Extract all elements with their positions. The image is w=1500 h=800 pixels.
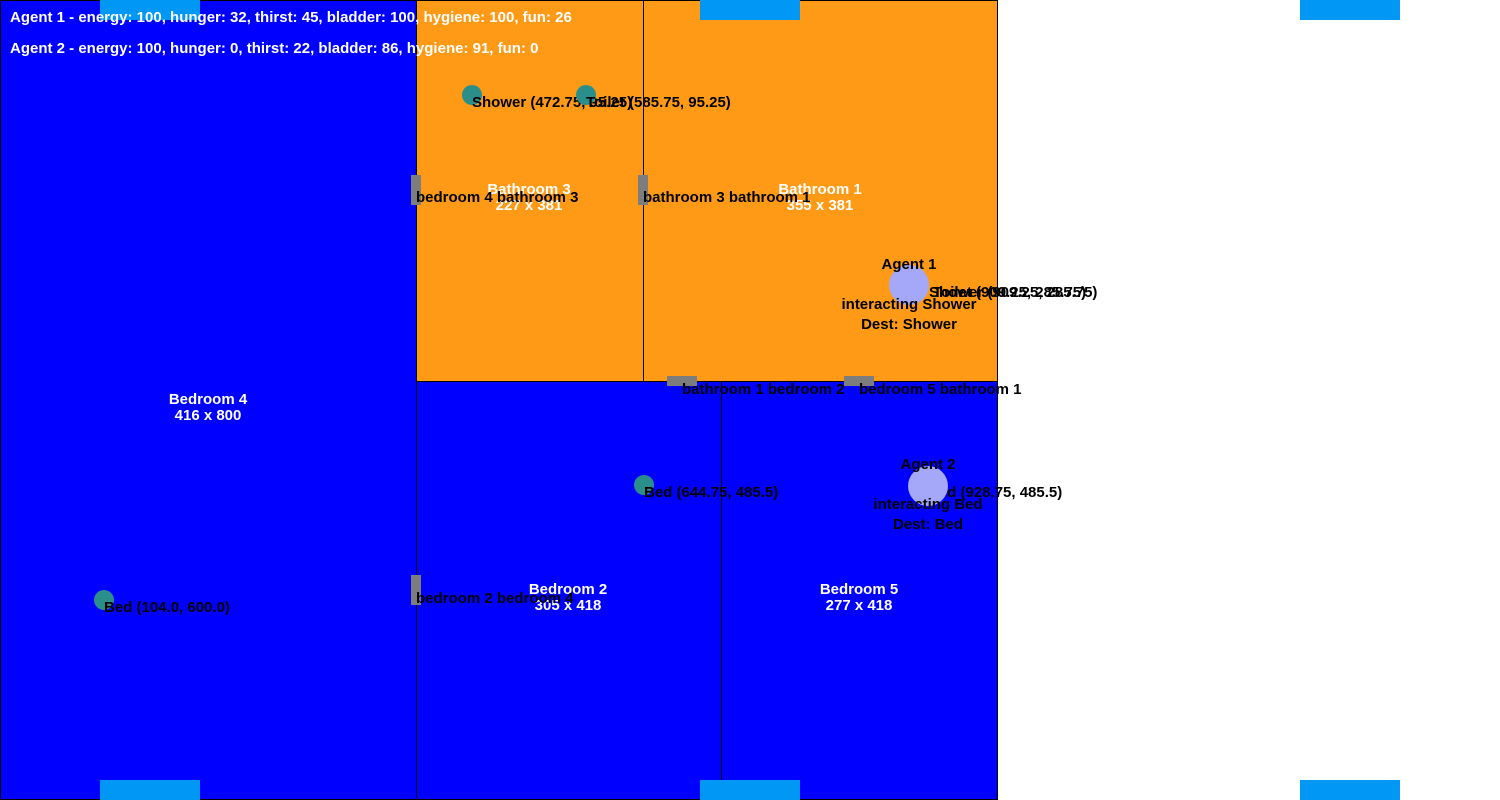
agent-1-status: interacting Shower: [841, 296, 977, 313]
door-bedroom5-bathroom1[interactable]: [844, 376, 874, 386]
room-size: 227 x 381: [495, 197, 563, 214]
door-label-bathroom3-bathroom1: bathroom 3 bathroom 1: [643, 189, 811, 206]
shower-object[interactable]: [462, 85, 482, 105]
room-name: Bedroom 5: [819, 581, 899, 598]
room-name: Bedroom 2: [528, 581, 608, 598]
door-bathroom3-bathroom1[interactable]: [638, 175, 648, 205]
room-name: Bathroom 1: [778, 181, 862, 198]
door-bedroom4-bathroom3[interactable]: [411, 175, 421, 205]
door-label-bedroom4-bathroom3: bedroom 4 bathroom 3: [416, 189, 579, 206]
door-label-bedroom5-bathroom1: bedroom 5 bathroom 1: [859, 381, 1022, 398]
room-label-bathroom-3: Bathroom 3 227 x 381: [487, 182, 570, 214]
door-label-bedroom2-bedroom4: bedroom 2 bedroom 4: [416, 590, 574, 607]
window-bottom-2: [700, 780, 800, 800]
room-label-bedroom-2: Bedroom 2 305 x 418: [529, 582, 607, 614]
bed-label-bedroom-4: Bed (104.0, 600.0): [104, 599, 230, 616]
agent-2-dest: Dest: Bed: [892, 516, 964, 533]
room-name: Bedroom 4: [168, 391, 248, 408]
shower-label-bathroom-1: Shower (909.25, 285.75): [929, 284, 1098, 301]
room-bathroom-3: [416, 0, 644, 382]
agent-1-stats: Agent 1 - energy: 100, hunger: 32, thirs…: [10, 9, 572, 26]
window-bottom-1: [100, 780, 200, 800]
window-bottom-3: [1300, 780, 1400, 800]
agent-1-dest: Dest: Shower: [861, 316, 957, 333]
door-label-bathroom1-bedroom2: bathroom 1 bedroom 2: [682, 381, 845, 398]
bed-label-bedroom-5: Bed (928.75, 485.5): [928, 484, 1063, 501]
window-top-1: [100, 0, 200, 20]
toilet-label-bathroom-1: Toilet (909.25, 285.75): [933, 284, 1087, 301]
window-top-2: [700, 0, 800, 20]
bed-object-bedroom-4[interactable]: [94, 590, 114, 610]
toilet-label: Toilet (585.75, 95.25): [586, 94, 731, 111]
agent-2-stats: Agent 2 - energy: 100, hunger: 0, thirst…: [10, 40, 539, 57]
room-label-bedroom-5: Bedroom 5 277 x 418: [820, 582, 898, 614]
room-size: 416 x 800: [174, 407, 242, 424]
door-bedroom2-bedroom4[interactable]: [411, 575, 421, 605]
room-label-bedroom-4: Bedroom 4 416 x 800: [169, 392, 247, 424]
room-label-bathroom-1: Bathroom 1 355 x 381: [778, 182, 861, 214]
bed-object-bedroom-2[interactable]: [634, 475, 654, 495]
agent-1-name: Agent 1: [881, 256, 937, 273]
room-size: 305 x 418: [534, 597, 602, 614]
toilet-object[interactable]: [576, 85, 596, 105]
agent-2-name: Agent 2: [900, 456, 956, 473]
room-bedroom-5: [721, 381, 998, 800]
room-name: Bathroom 3: [487, 181, 571, 198]
room-bedroom-2: [416, 381, 722, 800]
agent-2[interactable]: [908, 466, 948, 506]
room-size: 277 x 418: [825, 597, 893, 614]
room-size: 355 x 381: [786, 197, 854, 214]
room-bedroom-4: [0, 0, 417, 800]
agent-1[interactable]: [889, 265, 929, 305]
agent-2-status: interacting Bed: [873, 496, 983, 513]
door-bathroom1-bedroom2[interactable]: [667, 376, 697, 386]
bed-label-bedroom-2: Bed (644.75, 485.5): [644, 484, 779, 501]
window-top-3: [1300, 0, 1400, 20]
